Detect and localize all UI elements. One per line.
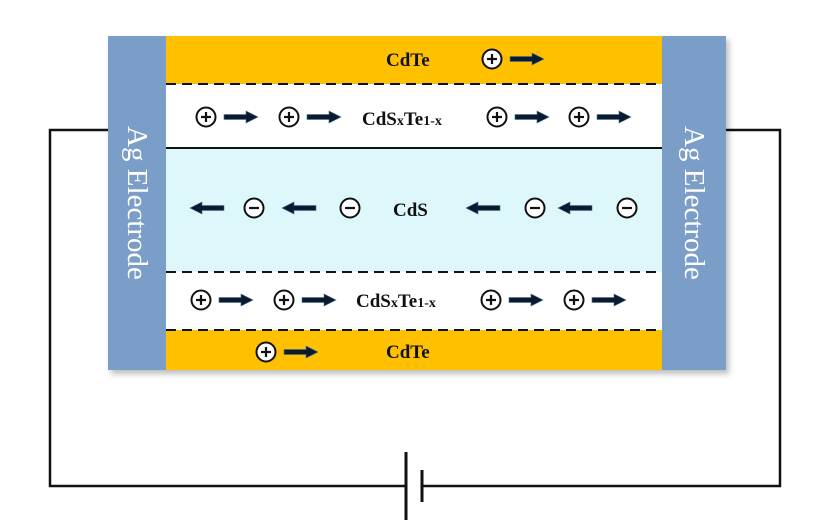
label-bottom-alloy: CdSxTe1-x	[356, 291, 436, 312]
layer-top-cdte	[108, 36, 726, 84]
negative-charge-icon	[524, 197, 546, 219]
arrow-right-icon	[218, 293, 254, 307]
arrow-left-icon	[281, 201, 317, 215]
circuit-wire	[48, 128, 782, 488]
label-cds: CdS	[393, 200, 428, 221]
positive-charge-icon	[255, 341, 277, 363]
arrow-left-icon	[465, 201, 501, 215]
charge-carriers	[189, 48, 638, 363]
layer-boundaries	[166, 83, 662, 331]
label-top-alloy-1x: 1-x	[423, 114, 442, 129]
left-electrode-label: Ag Electrode	[121, 126, 153, 280]
label-bottom-alloy-te: Te	[398, 291, 417, 312]
left-electrode	[108, 36, 166, 370]
arrow-right-icon	[508, 293, 544, 307]
right-electrode-label: Ag Electrode	[678, 126, 710, 280]
positive-charge-icon	[273, 289, 295, 311]
positive-charge-icon	[563, 289, 585, 311]
positive-charge-icon	[486, 106, 508, 128]
arrow-right-icon	[596, 110, 632, 124]
arrow-right-icon	[283, 345, 319, 359]
label-top-alloy-te: Te	[404, 109, 423, 130]
arrow-left-icon	[557, 201, 593, 215]
arrow-right-icon	[514, 110, 550, 124]
positive-charge-icon	[190, 289, 212, 311]
label-bottom-alloy-x: x	[391, 296, 398, 311]
arrow-left-icon	[189, 201, 225, 215]
label-top-cdte: CdTe	[386, 50, 430, 71]
label-bottom-cdte: CdTe	[386, 342, 430, 363]
right-electrode	[662, 36, 726, 370]
negative-charge-icon	[243, 197, 265, 219]
arrow-right-icon	[223, 110, 259, 124]
label-top-alloy: CdSxTe1-x	[362, 109, 442, 130]
label-top-alloy-x: x	[397, 114, 404, 129]
arrow-right-icon	[591, 293, 627, 307]
negative-charge-icon	[616, 197, 638, 219]
label-top-alloy-main: CdS	[362, 109, 397, 130]
battery-icon	[404, 452, 424, 520]
negative-charge-icon	[339, 197, 361, 219]
arrow-right-icon	[301, 293, 337, 307]
label-bottom-alloy-main: CdS	[356, 291, 391, 312]
positive-charge-icon	[480, 289, 502, 311]
arrow-right-icon	[509, 52, 545, 66]
arrow-right-icon	[306, 110, 342, 124]
label-bottom-alloy-1x: 1-x	[417, 296, 436, 311]
positive-charge-icon	[278, 106, 300, 128]
positive-charge-icon	[481, 48, 503, 70]
positive-charge-icon	[568, 106, 590, 128]
positive-charge-icon	[195, 106, 217, 128]
layer-bottom-cdte	[108, 330, 726, 370]
